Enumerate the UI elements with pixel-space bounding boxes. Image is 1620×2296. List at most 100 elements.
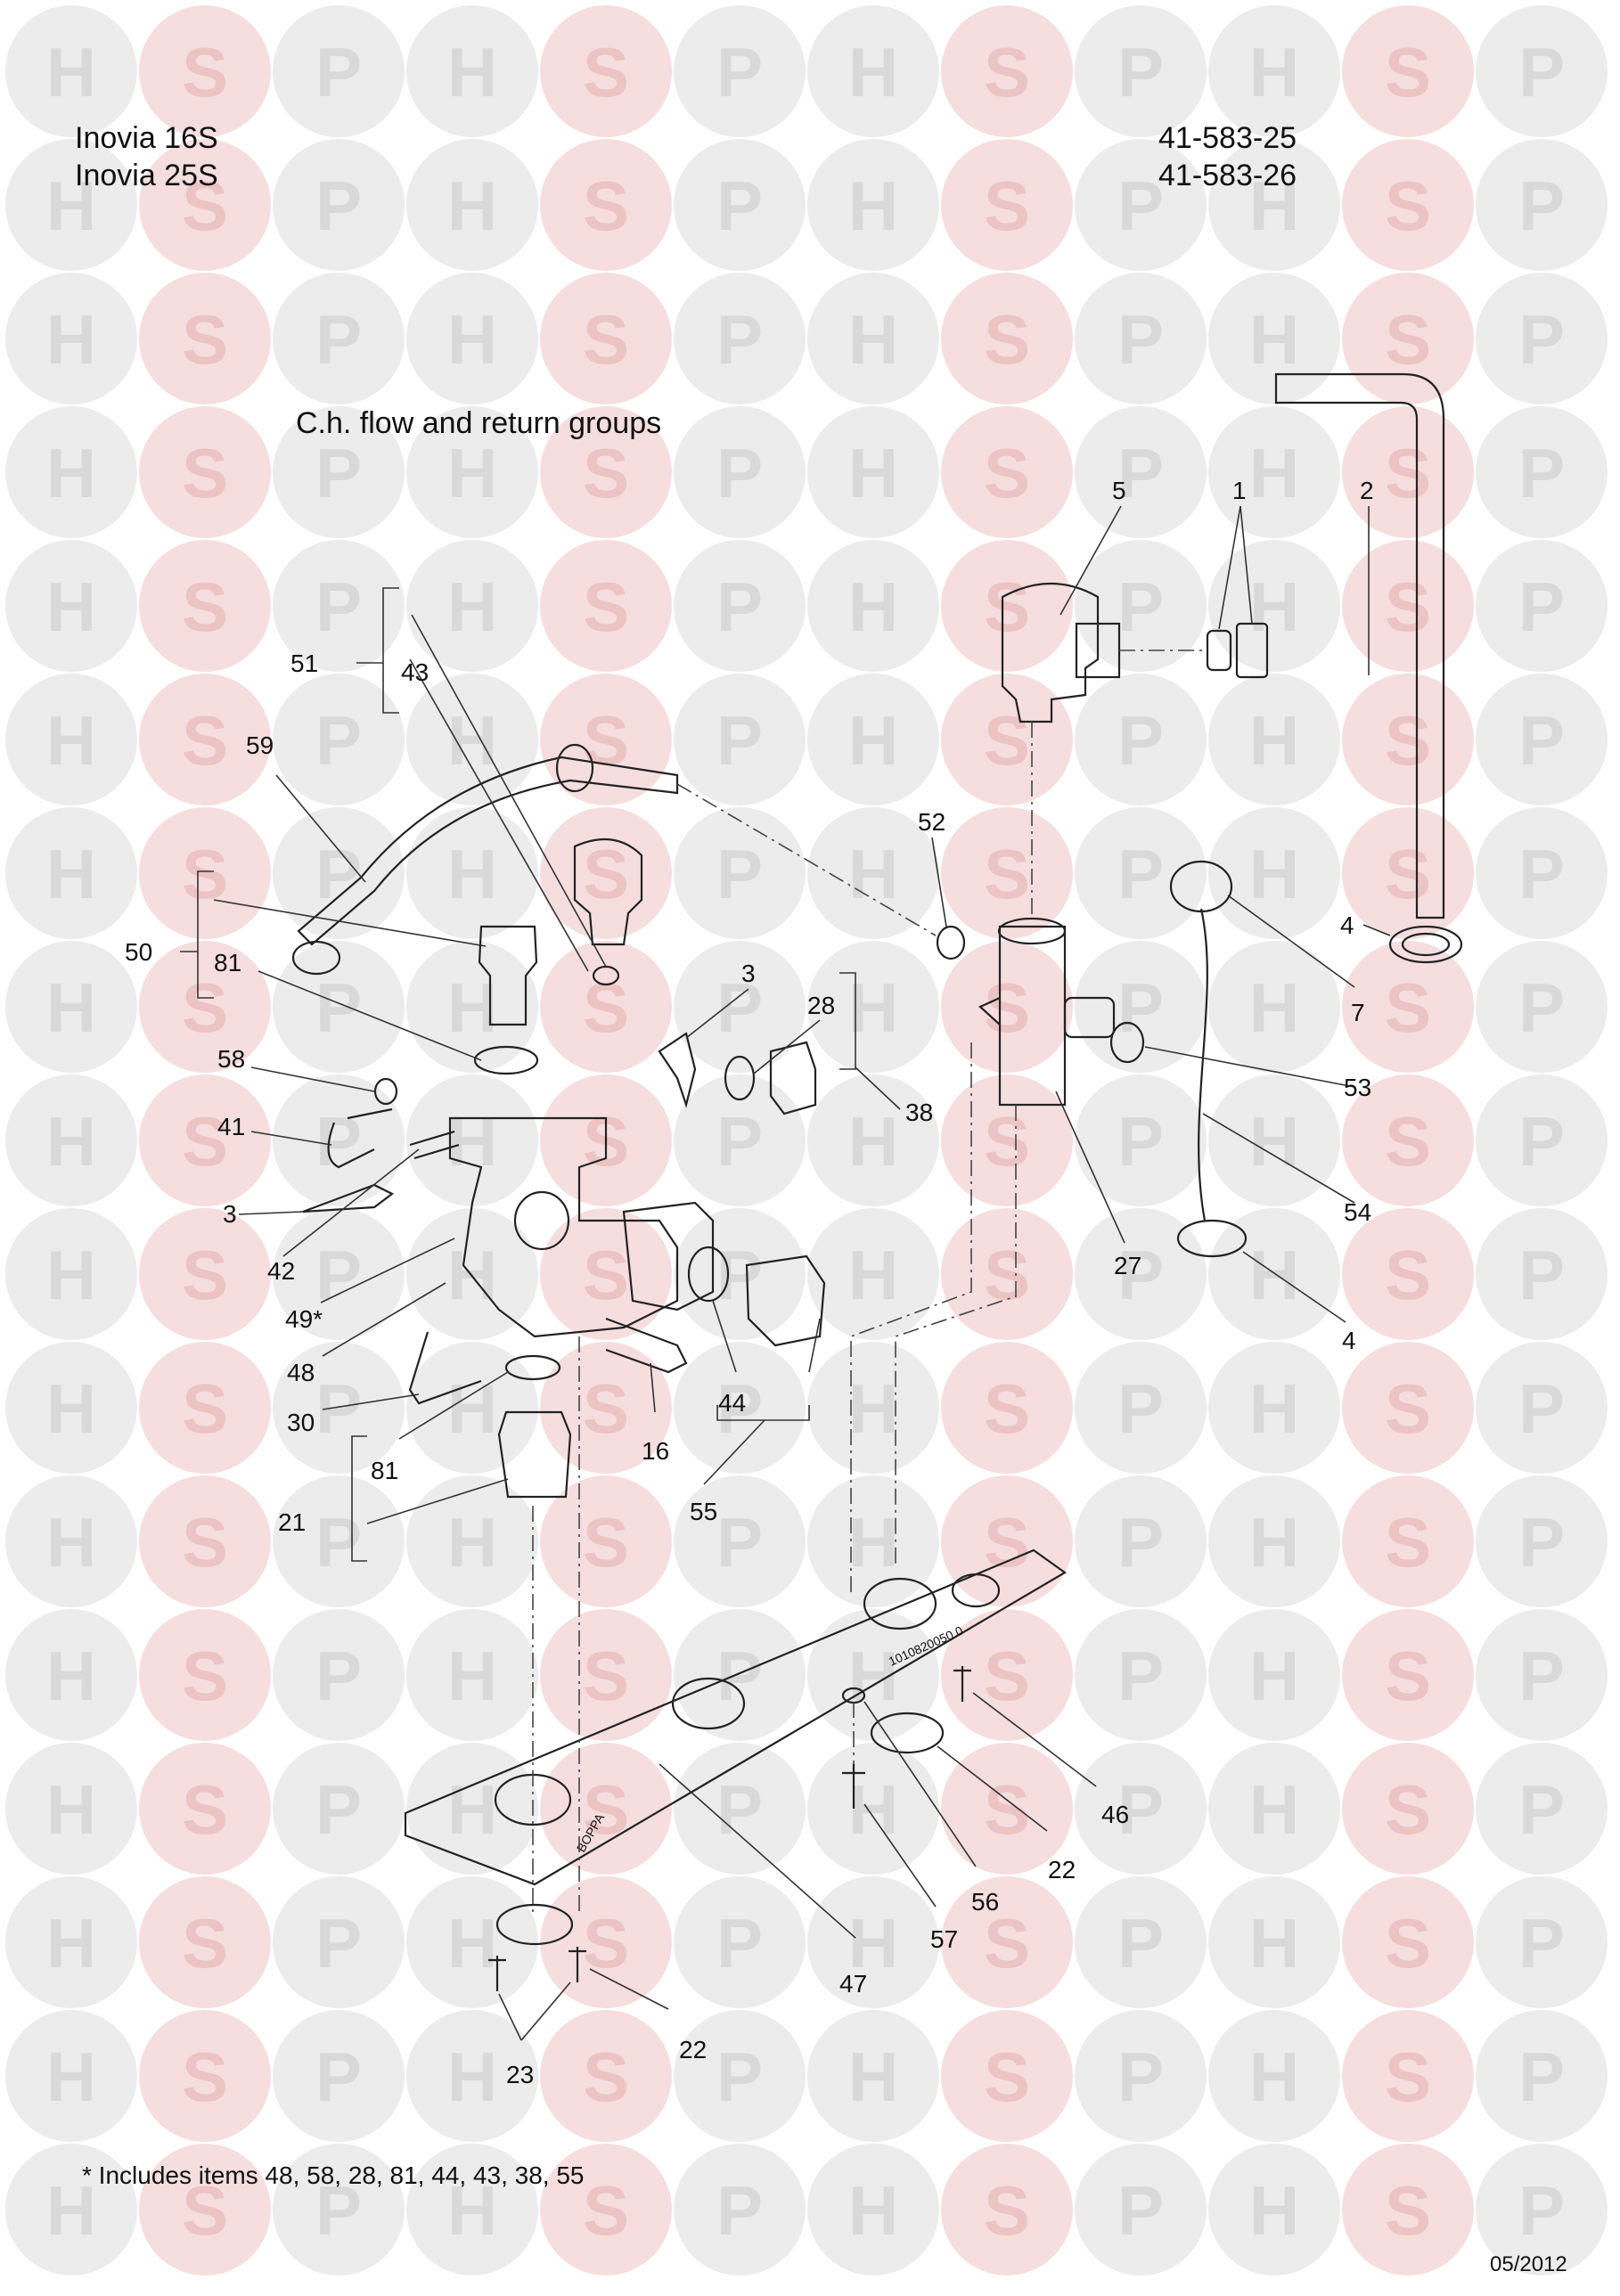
watermark-circle	[406, 1475, 538, 1607]
watermark-circle	[1208, 406, 1340, 538]
watermark-letter: H	[1249, 1637, 1299, 1715]
watermark-circle	[406, 1074, 538, 1206]
clip-part-30	[408, 1331, 482, 1405]
watermark-circle	[1476, 139, 1608, 271]
watermark-circle	[941, 2144, 1073, 2276]
watermark-letter: S	[984, 1637, 1030, 1715]
watermark-circle	[406, 1609, 538, 1741]
leader-41	[250, 1131, 332, 1146]
watermark-letter: H	[447, 1904, 497, 1982]
watermark-letter: H	[447, 2171, 497, 2250]
watermark-letter: S	[583, 300, 629, 379]
watermark-letter: H	[46, 1369, 96, 1448]
watermark-circle	[1075, 807, 1207, 939]
watermark-letter: P	[716, 1102, 763, 1181]
watermark-letter: P	[1117, 1369, 1164, 1448]
watermark-circle	[674, 1342, 806, 1474]
watermark-circle	[1208, 2010, 1340, 2142]
watermark-letter: H	[1249, 2038, 1299, 2116]
watermark-letter: P	[1518, 33, 1565, 111]
seal-part-4-top	[1388, 925, 1463, 964]
watermark-circle	[1208, 1876, 1340, 2008]
callout-50: 50	[125, 938, 152, 966]
watermark-circle	[540, 1208, 672, 1340]
parts-artwork: 1010820050.0 BOPPA	[180, 372, 1463, 2041]
watermark-letter: P	[1117, 835, 1164, 913]
watermark-letter: H	[46, 300, 96, 379]
watermark-circle	[406, 540, 538, 672]
watermark-letter: H	[46, 434, 96, 512]
watermark-circle	[139, 941, 271, 1073]
watermark-letter: H	[46, 701, 96, 780]
watermark-letter: P	[1117, 167, 1164, 245]
callout-57: 57	[930, 1925, 958, 1953]
watermark-circle	[1342, 1208, 1474, 1340]
watermark-letter: S	[1385, 968, 1431, 1047]
watermark-circle	[139, 674, 271, 805]
watermark-letter: H	[1249, 1904, 1299, 1982]
watermark-circle	[1342, 139, 1474, 271]
watermark-letter: P	[315, 1770, 362, 1849]
watermark-letter: S	[1385, 568, 1431, 646]
leader-57	[863, 1803, 937, 1908]
watermark-letter: H	[447, 568, 497, 646]
leader-50-to-valve	[213, 899, 487, 947]
watermark-letter: P	[315, 968, 362, 1047]
watermark-letter: S	[182, 33, 228, 111]
alignment-line-pipe-seal	[676, 783, 937, 936]
oring-part-81-top	[473, 1045, 539, 1075]
leader-5	[1060, 505, 1122, 616]
alignment-line-tee-plate-a	[895, 1105, 1017, 1568]
watermark-circle	[807, 273, 939, 404]
watermark-circle	[807, 1609, 939, 1741]
leader-21	[366, 1478, 509, 1524]
watermark-circle	[674, 1743, 806, 1875]
watermark-letter: H	[1249, 33, 1299, 111]
leader-55	[703, 1419, 765, 1485]
callout-56: 56	[971, 1888, 999, 1916]
watermark-letter: H	[1249, 1102, 1299, 1181]
watermark-circle	[5, 2010, 137, 2142]
callout-51: 51	[290, 650, 318, 677]
watermark-letter: H	[848, 701, 898, 780]
watermark-circle	[1208, 2144, 1340, 2276]
watermark-circle	[674, 1876, 806, 2008]
watermark-circle	[139, 2144, 271, 2276]
screw-part-57	[842, 1764, 865, 1809]
watermark-circle	[540, 406, 672, 538]
watermark-circle	[674, 1475, 806, 1607]
watermark-circle	[807, 1074, 939, 1206]
watermark-letter: P	[716, 167, 763, 245]
watermark-circle	[1208, 941, 1340, 1073]
watermark-circle	[1075, 540, 1207, 672]
footnote: * Includes items 48, 58, 28, 81, 44, 43,…	[82, 2161, 585, 2189]
leader-59	[275, 774, 366, 883]
oring-part-44	[687, 1246, 730, 1303]
watermark-circle	[941, 674, 1073, 805]
watermark-circle	[941, 1074, 1073, 1206]
watermark-circle	[941, 941, 1073, 1073]
watermark-letter: S	[1385, 1904, 1431, 1982]
screw-part-23-right	[569, 1947, 586, 1982]
leader-28	[753, 1019, 821, 1074]
watermark-letter: P	[1518, 1904, 1565, 1982]
watermark-circle	[941, 1743, 1073, 1875]
diagram-title: C.h. flow and return groups	[296, 406, 662, 440]
clip-part-3-top	[658, 1032, 697, 1108]
watermark-circle	[540, 941, 672, 1073]
watermark-circle	[807, 139, 939, 271]
pipe-part-2	[1274, 372, 1445, 919]
watermark-letter: S	[1385, 300, 1431, 379]
watermark-circle	[1075, 1876, 1207, 2008]
watermark-letter: P	[716, 1236, 763, 1314]
plate-part-47	[404, 1548, 1068, 1886]
model-name-1: Inovia 16S	[75, 121, 218, 155]
tee-part-27	[978, 925, 1067, 1107]
watermark-circle	[273, 540, 405, 672]
watermark-letter: P	[1518, 1503, 1565, 1581]
leader-30	[322, 1393, 420, 1410]
watermark-circle	[406, 807, 538, 939]
watermark-letter: H	[447, 835, 497, 913]
watermark-circle	[540, 5, 672, 137]
